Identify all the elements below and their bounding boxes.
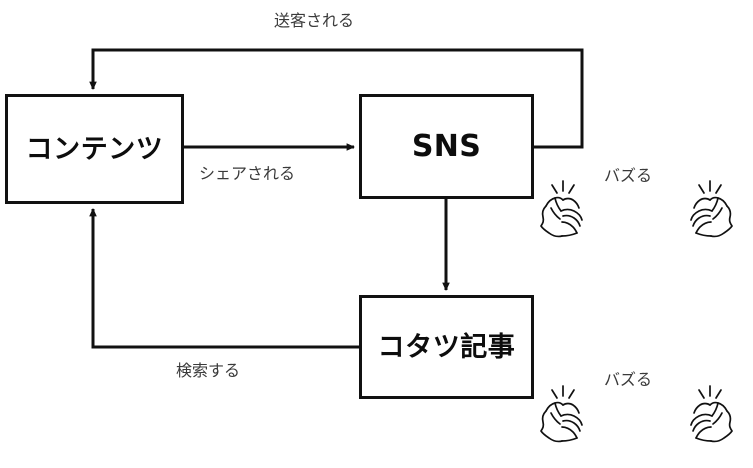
node-content[interactable]: コンテンツ bbox=[5, 94, 184, 204]
node-sns[interactable]: SNS bbox=[359, 94, 534, 199]
annotation-label-buzz-top: バズる bbox=[604, 166, 653, 185]
node-article-label: コタツ記事 bbox=[377, 331, 516, 363]
clapping-hands-icon bbox=[684, 178, 736, 240]
edge-label-share: シェアされる bbox=[199, 164, 296, 183]
edge-label-kensaku: 検索する bbox=[176, 361, 241, 380]
clapping-hands-icon bbox=[537, 178, 589, 240]
clapping-hands-icon bbox=[537, 383, 589, 445]
edge-kensaku-line bbox=[89, 208, 359, 349]
node-content-label: コンテンツ bbox=[25, 133, 164, 165]
clapping-hands-icon bbox=[684, 383, 736, 445]
edge-label-soukyaku: 送客される bbox=[274, 11, 355, 30]
annotation-label-buzz-bottom: バズる bbox=[604, 370, 653, 389]
node-sns-label: SNS bbox=[411, 128, 482, 164]
edge-soukyaku-line bbox=[89, 48, 584, 149]
node-article[interactable]: コタツ記事 bbox=[359, 295, 534, 399]
